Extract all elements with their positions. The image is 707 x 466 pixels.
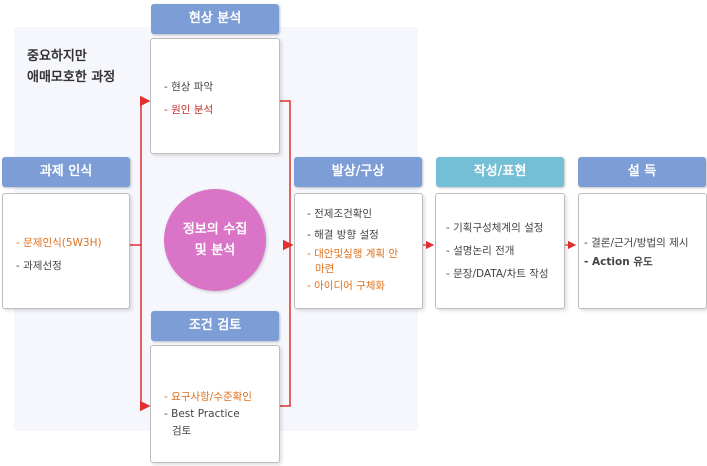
note-line-2: 애매모호한 과정 bbox=[27, 70, 116, 85]
stage-analysis-box: - 현상 파악 - 원인 분석 bbox=[150, 38, 280, 154]
writing-item-1: - 기획구성체계의 설정 bbox=[446, 222, 544, 234]
note-text: 중요하지만 애매모호한 과정 bbox=[27, 46, 157, 88]
problem-item-2: - 과제선정 bbox=[16, 260, 62, 272]
ideation-item-3-cont: 마련 bbox=[315, 263, 335, 275]
note-line-1: 중요하지만 bbox=[27, 49, 87, 64]
writing-item-3: - 문장/DATA/차트 작성 bbox=[446, 268, 549, 280]
problem-item-1: - 문제인식(5W3H) bbox=[16, 237, 102, 249]
ideation-item-2: - 해결 방향 설정 bbox=[307, 229, 379, 241]
ideation-item-1: - 전제조건확인 bbox=[307, 208, 373, 220]
analysis-item-2: - 원인 분석 bbox=[164, 104, 214, 116]
persuasion-item-2: - Action 유도 bbox=[584, 256, 653, 268]
circle-line-1: 정보의 수집 bbox=[182, 222, 248, 237]
stage-persuasion-box: - 결론/근거/방법의 제시 - Action 유도 bbox=[578, 193, 707, 309]
stage-problem-header: 과제 인식 bbox=[2, 157, 130, 187]
stage-ideation-header: 발상/구상 bbox=[294, 157, 422, 187]
stage-conditions-box: - 요구사항/수준확인 - Best Practice 검토 bbox=[150, 345, 280, 463]
stage-writing-box: - 기획구성체계의 설정 - 설명논리 전개 - 문장/DATA/차트 작성 bbox=[435, 193, 565, 309]
stage-analysis-header: 현상 분석 bbox=[151, 4, 279, 34]
connector-left-bracket bbox=[130, 101, 142, 406]
writing-item-2: - 설명논리 전개 bbox=[446, 245, 515, 257]
connector-right-bracket bbox=[279, 100, 291, 407]
stage-writing-header: 작성/표현 bbox=[436, 157, 564, 187]
stage-persuasion-header: 설 득 bbox=[578, 157, 706, 187]
conditions-item-3: 검토 bbox=[172, 425, 192, 437]
info-collection-circle: 정보의 수집 및 분석 bbox=[164, 189, 266, 291]
stage-conditions-header: 조건 검토 bbox=[151, 311, 279, 341]
circle-line-2: 및 분석 bbox=[194, 243, 236, 258]
conditions-item-1: - 요구사항/수준확인 bbox=[164, 391, 252, 403]
analysis-item-1: - 현상 파악 bbox=[164, 81, 214, 93]
stage-ideation-box: - 전제조건확인 - 해결 방향 설정 - 대안및실행 계획 안 마련 - 아이… bbox=[294, 193, 423, 309]
stage-problem-box: - 문제인식(5W3H) - 과제선정 bbox=[2, 193, 130, 309]
persuasion-item-1: - 결론/근거/방법의 제시 bbox=[584, 237, 689, 249]
ideation-item-4: - 아이디어 구체화 bbox=[307, 280, 386, 292]
conditions-item-2: - Best Practice bbox=[164, 408, 240, 420]
ideation-item-3: - 대안및실행 계획 안 bbox=[307, 248, 399, 260]
